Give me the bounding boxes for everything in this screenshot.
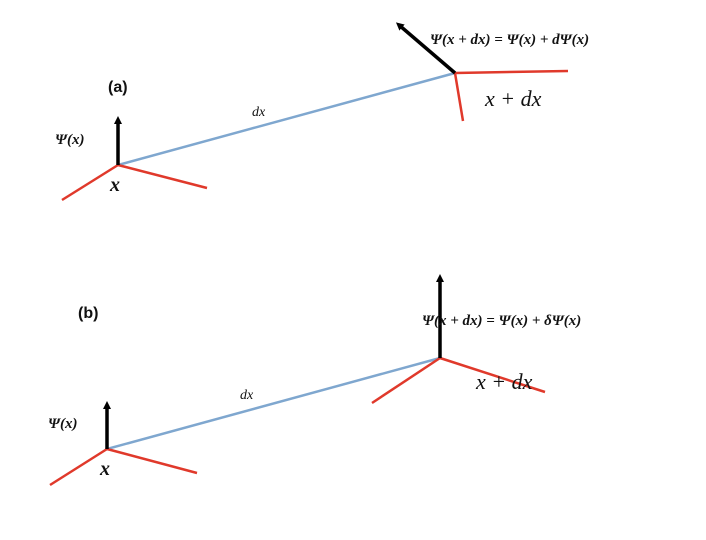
panel-b-left-frame [49, 447, 198, 487]
panel-b-left-point-label: x [99, 458, 110, 480]
panel-b-left-vector-label: Ψ(x) [48, 416, 78, 432]
panel-b-right-frame [371, 356, 546, 405]
panel-b-dx-line [106, 356, 441, 451]
panel-a-left-vector-label: Ψ(x) [55, 132, 85, 148]
panel-b: (b) dx Ψ(x) x Ψ(x + dx) = Ψ(x) + δΨ(x) x… [48, 274, 581, 487]
panel-a-right-frame [453, 69, 569, 122]
panel-a-right-vector-arrow [395, 22, 457, 75]
panel-a-right-equation: Ψ(x + dx) = Ψ(x) + dΨ(x) [430, 32, 589, 48]
panel-b-dx-label: dx [240, 388, 254, 403]
panel-b-right-point-label: x + dx [475, 369, 533, 394]
panel-a-left-point-label: x [109, 174, 120, 196]
panel-a-dx-line [117, 71, 456, 167]
panel-b-right-equation: Ψ(x + dx) = Ψ(x) + δΨ(x) [422, 313, 581, 329]
panel-a-label: (a) [108, 79, 128, 96]
panel-a: (a) dx Ψ(x) x Ψ(x + dx) = Ψ(x) + dΨ(x) x… [55, 22, 589, 202]
panel-a-left-frame [61, 163, 208, 202]
panel-a-right-point-label: x + dx [484, 86, 542, 111]
panel-b-label: (b) [78, 305, 98, 322]
panel-a-dx-label: dx [252, 105, 266, 120]
